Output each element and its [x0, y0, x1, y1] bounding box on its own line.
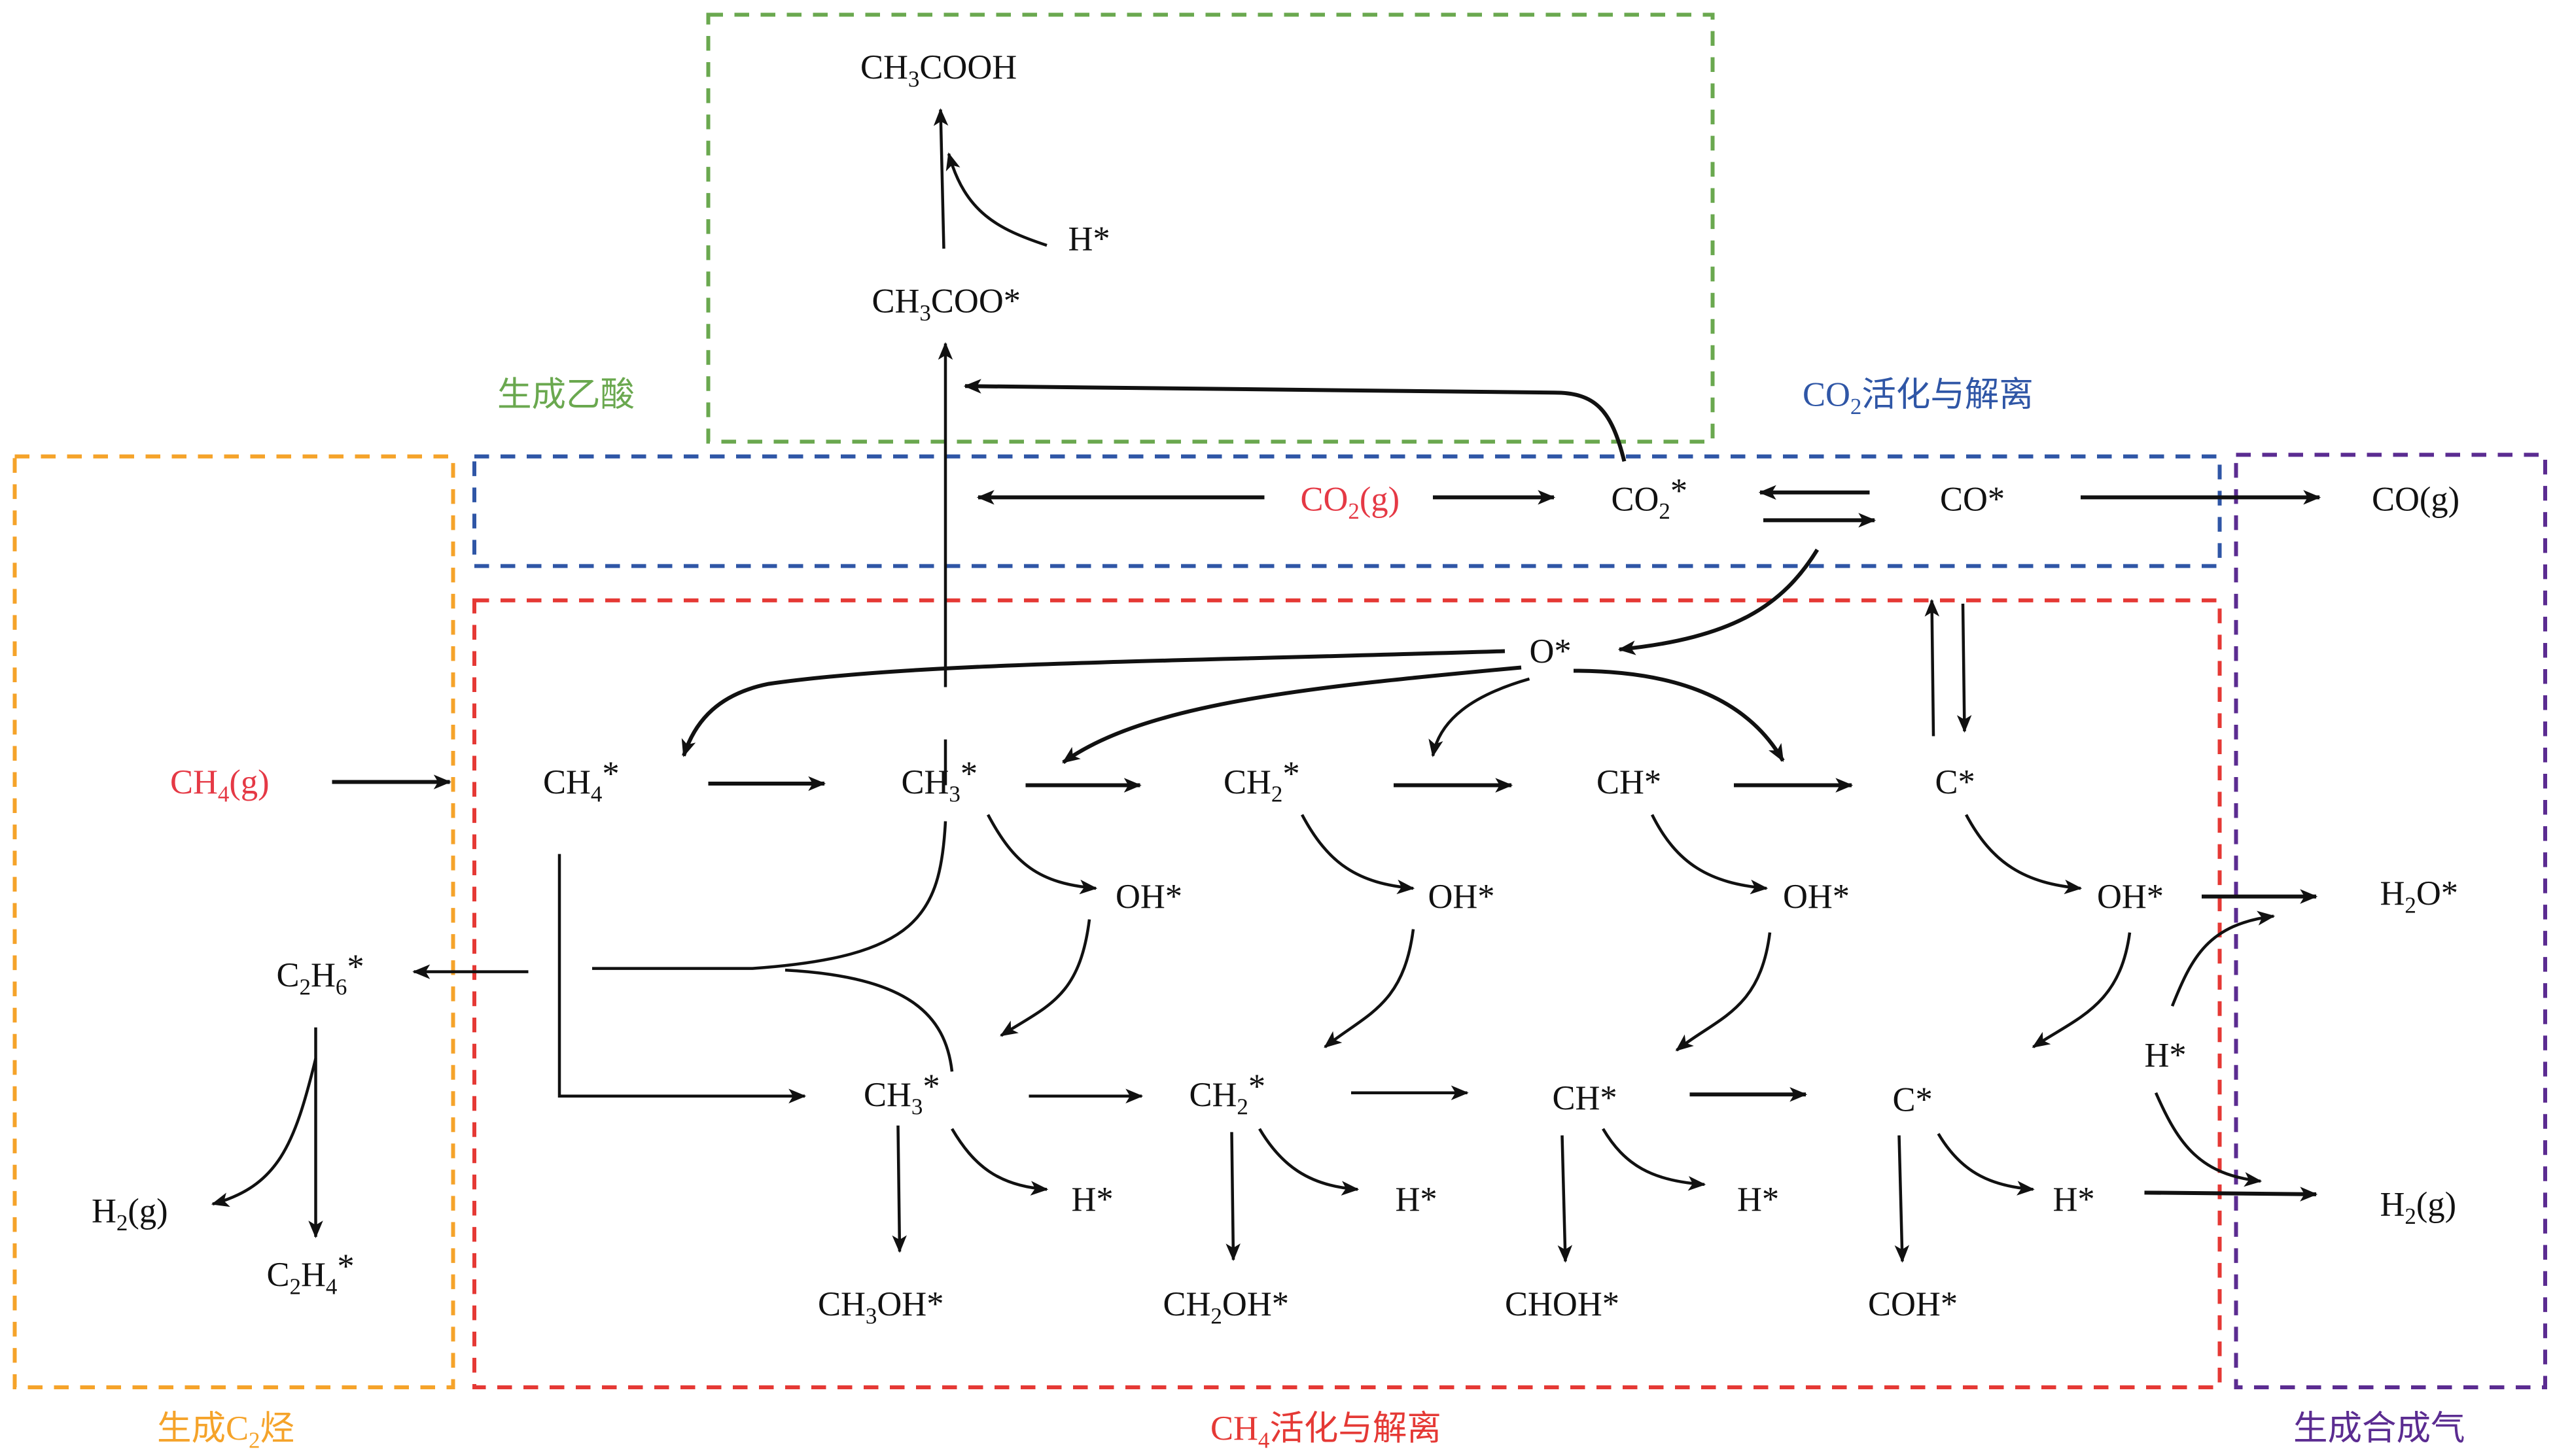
species-h2-gas-left: H2(g) — [92, 1192, 168, 1236]
species-ch4-ads: CH4* — [543, 755, 620, 807]
arrow-co-to-c — [1956, 603, 1972, 733]
species-c2h6: C2H6* — [277, 948, 364, 1000]
syngas-region-box — [2234, 453, 2547, 1389]
acetic-acid-region-box — [706, 12, 1715, 444]
species-ch3cooh: CH3COOH — [860, 48, 1017, 92]
acetic-acid-region-label: 生成乙酸 — [497, 375, 635, 413]
species-c-bottom: C* — [1893, 1081, 1933, 1118]
species-ch2-top: CH2* — [1224, 755, 1300, 807]
co2-activation-region-label: CO2活化与解离 — [1803, 375, 2034, 419]
species-c-top: C* — [1935, 763, 1975, 801]
arrow-chb-to-h — [1602, 1128, 1706, 1191]
arrow-o-to-ch4 — [681, 649, 1506, 757]
species-oh-3: OH* — [1783, 878, 1850, 916]
curve-ch3-bot-merge — [784, 968, 954, 1072]
ch4-activation-region-box — [472, 598, 2222, 1389]
arrow-c-to-oh — [1965, 814, 2083, 895]
species-h-acetic: H* — [1068, 220, 1110, 258]
arrow-ch3b-to-h — [951, 1128, 1049, 1196]
curve-ch3-top-merge — [592, 821, 947, 970]
co2-activation-region-box — [472, 454, 2222, 568]
species-oh-2: OH* — [1428, 878, 1495, 916]
species-h-right: H* — [2145, 1037, 2187, 1075]
species-ch3oh: CH3OH* — [818, 1285, 943, 1329]
species-ch4-gas: CH4(g) — [170, 763, 270, 807]
arrow-co2-to-ch3coo — [963, 379, 1627, 462]
c2-hydrocarbon-region-label: 生成C2烃 — [157, 1410, 294, 1453]
species-ch2oh: CH2OH* — [1163, 1285, 1289, 1329]
arrow-oh4-to-c — [2032, 932, 2132, 1049]
arrow-chb-to-choh — [1557, 1135, 1573, 1263]
arrow-ch3coo-to-ch3cooh — [933, 108, 949, 249]
syngas-region-label: 生成合成气 — [2293, 1410, 2465, 1447]
arrow-ch3-to-oh — [987, 814, 1098, 895]
arrow-o-to-ch — [1573, 668, 1785, 762]
species-ch3-bottom: CH3* — [864, 1067, 940, 1119]
species-co-ads: CO* — [1940, 480, 2005, 518]
ch4-activation-region-label: CH4活化与解离 — [1210, 1410, 1441, 1453]
c2-hydrocarbon-region-box — [12, 454, 455, 1389]
arrow-oh1-to-ch3 — [1000, 919, 1091, 1037]
arrow-ch2b-to-ch2oh — [1225, 1132, 1241, 1262]
species-ch3coo: CH3COO* — [872, 283, 1021, 326]
species-co-gas: CO(g) — [2372, 480, 2459, 518]
species-h2o-ads: H2O* — [2380, 875, 2459, 918]
species-co2-gas: CO2(g) — [1301, 480, 1400, 524]
species-h2-gas-right: H2(g) — [2380, 1185, 2457, 1229]
arrow-oh2-to-ch2 — [1324, 929, 1415, 1049]
arrow-h-to-h2 — [2154, 1092, 2263, 1187]
arrow-ch2b-to-h — [1258, 1128, 1360, 1196]
species-oh-4: OH* — [2097, 878, 2164, 916]
arrow-oh3-to-ch — [1675, 932, 1772, 1052]
arrow-h-to-acetic — [945, 152, 1048, 247]
arrow-h-to-h2o — [2170, 910, 2276, 1007]
species-c2h4: C2H4* — [267, 1247, 355, 1299]
species-ch-bottom: CH* — [1553, 1079, 1617, 1117]
species-h-1: H* — [1072, 1181, 1114, 1219]
arrow-cb-to-h — [1937, 1133, 2035, 1196]
arrow-ch2-to-oh — [1301, 814, 1415, 895]
species-co2-ads: CO2* — [1612, 472, 1688, 524]
arrow-c2h6-to-h2g — [211, 1058, 317, 1207]
species-h-4: H* — [2053, 1181, 2095, 1219]
species-oh-1: OH* — [1116, 878, 1182, 916]
arrow-h4-to-h2g — [2144, 1187, 2318, 1202]
species-ch2-bottom: CH2* — [1189, 1067, 1266, 1119]
arrow-o-to-ch3 — [1062, 665, 1522, 764]
arrow-c-to-co — [1924, 598, 1940, 737]
species-h-3: H* — [1737, 1181, 1779, 1219]
species-o-ads: O* — [1530, 633, 1572, 670]
species-ch3-top: CH3* — [902, 755, 978, 807]
arrow-ch-to-oh — [1650, 814, 1769, 895]
arrow-o-to-ch2 — [1428, 677, 1530, 757]
species-choh: CHOH* — [1505, 1285, 1619, 1323]
species-coh: COH* — [1868, 1285, 1958, 1323]
species-ch-top: CH* — [1596, 763, 1661, 801]
species-h-2: H* — [1396, 1181, 1437, 1219]
arrow-co2-to-o — [1617, 548, 1820, 655]
line-ch4-down-branch — [557, 854, 807, 1104]
arrow-cb-to-coh — [1894, 1135, 1910, 1263]
arrow-ch3b-to-ch3oh — [892, 1125, 907, 1253]
